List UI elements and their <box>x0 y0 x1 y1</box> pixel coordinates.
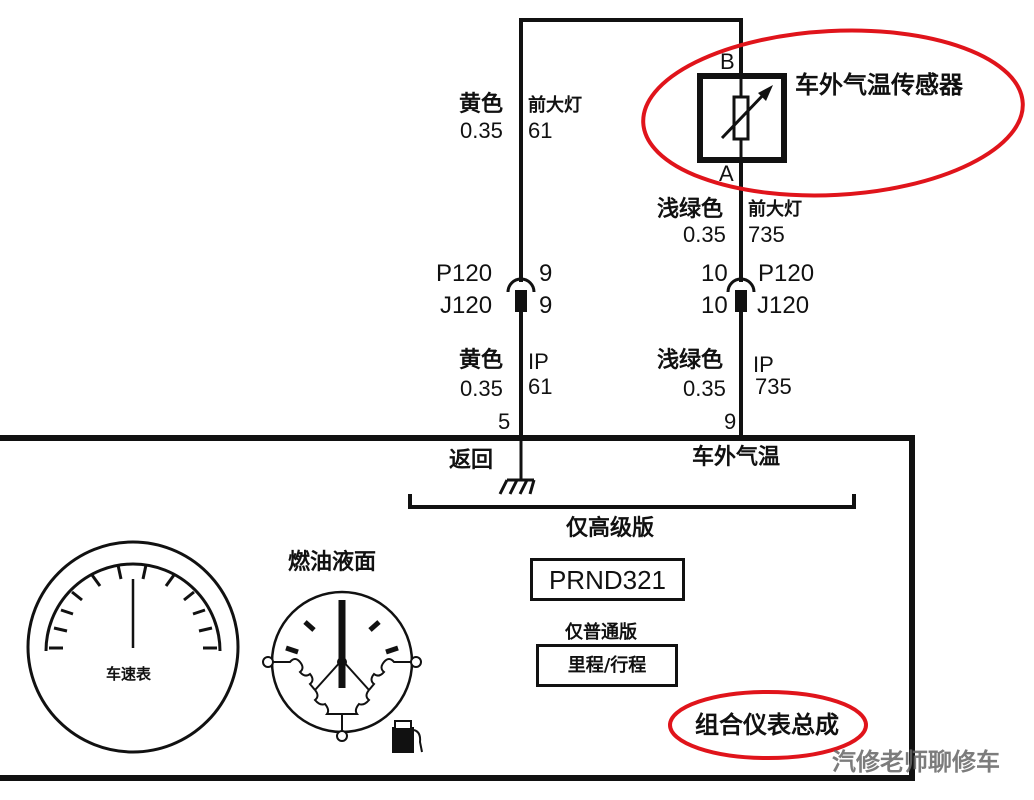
wire-left-lower-gauge: 0.35 <box>460 376 503 401</box>
watermark-text: 汽修老师聊修车 <box>832 748 1000 776</box>
assembly-title: 组合仪表总成 <box>695 711 839 739</box>
wire-loop-top <box>519 18 743 282</box>
sensor-pin-b: B <box>720 49 735 74</box>
connector-right-symbol <box>726 277 756 440</box>
connector-left-plug-pin: 9 <box>539 260 553 287</box>
wire-left-upper-color: 黄色 <box>459 92 504 117</box>
odometer-display-text: 里程/行程 <box>567 654 647 676</box>
speedometer-icon <box>26 540 240 754</box>
connector-right-jack-pin: 10 <box>701 292 728 319</box>
wire-right-lower-color: 浅绿色 <box>657 348 724 373</box>
wire-left-upper-gauge: 0.35 <box>460 118 503 143</box>
ground-icon <box>498 438 536 495</box>
sensor-title: 车外气温传感器 <box>795 71 963 99</box>
premium-only-label: 仅高级版 <box>566 516 655 541</box>
ambient-temp-label: 车外气温 <box>692 445 781 470</box>
wire-right-upper-color: 浅绿色 <box>657 197 724 222</box>
sensor-pin-a: A <box>719 161 734 186</box>
prnd-display-text: PRND321 <box>548 564 667 595</box>
sensor-highlight-ellipse <box>641 28 1025 198</box>
wire-left-lower-harness: IP <box>528 349 549 374</box>
wire-right-upper-circuit: 735 <box>748 222 785 247</box>
speedometer-label: 车速表 <box>106 665 152 683</box>
wire-right-lower-harness: IP <box>753 352 774 377</box>
fuel-gauge-label: 燃油液面 <box>288 550 377 575</box>
connector-left-symbol <box>506 277 536 440</box>
connector-left-plug: P120 <box>436 260 493 287</box>
fuel-gauge-icon <box>262 590 422 742</box>
premium-bracket <box>408 494 856 509</box>
odometer-display-box: 里程/行程 <box>536 644 678 687</box>
connector-left-jack: J120 <box>440 292 493 319</box>
return-label: 返回 <box>449 448 494 473</box>
assembly-highlight-ellipse <box>668 690 868 760</box>
wire-right-upper-gauge: 0.35 <box>683 222 726 247</box>
base-only-label: 仅普通版 <box>565 622 637 643</box>
cluster-pin-5: 5 <box>498 409 511 434</box>
wire-left-upper-harness: 前大灯 <box>528 95 582 116</box>
wire-left-lower-color: 黄色 <box>459 348 504 373</box>
connector-right-plug: P120 <box>758 260 815 287</box>
fuel-pump-icon <box>392 720 423 753</box>
cluster-box-outline <box>0 435 915 781</box>
connector-right-plug-pin: 10 <box>701 260 728 287</box>
connector-right-jack: J120 <box>757 292 810 319</box>
wire-right-lower-gauge: 0.35 <box>683 376 726 401</box>
wire-right-upper-harness: 前大灯 <box>748 199 802 220</box>
ambient-temp-sensor-symbol <box>697 73 787 163</box>
wire-left-upper-circuit: 61 <box>528 118 553 143</box>
cluster-pin-9: 9 <box>724 409 737 434</box>
connector-left-jack-pin: 9 <box>539 292 553 319</box>
prnd-display-box: PRND321 <box>530 558 685 601</box>
wire-right-lower-circuit: 735 <box>755 374 792 399</box>
wire-left-lower-circuit: 61 <box>528 374 553 399</box>
